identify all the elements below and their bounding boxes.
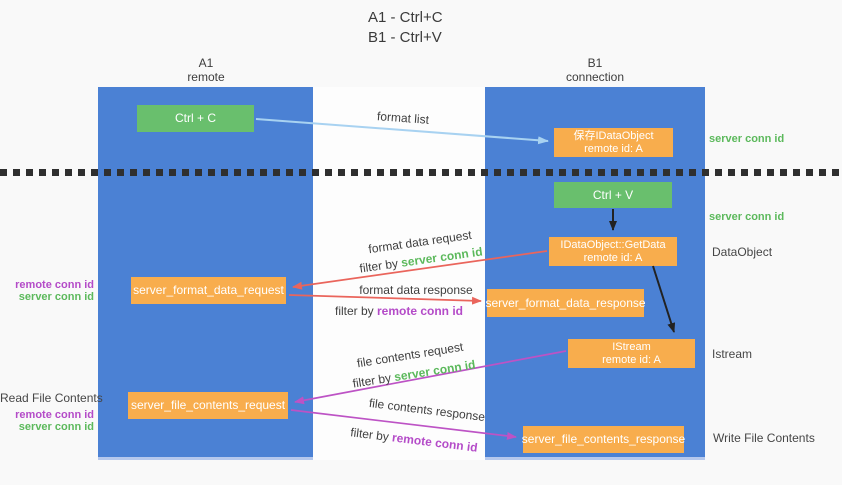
node-ctrl-v-label: Ctrl + V <box>592 187 634 202</box>
flow-label-format-data-response: format data response <box>359 283 473 297</box>
filter-by-text: filter by <box>334 304 377 318</box>
annotation-server-conn-id-mid: server conn id <box>709 211 785 223</box>
machine-boundary-dotted-line <box>0 169 842 176</box>
node-server-format-data-request: server_format_data_request <box>131 277 286 304</box>
annotation-left-read-cluster: Read File Contents remote conn id server… <box>0 391 103 433</box>
lane-a1-name: remote <box>187 70 225 84</box>
diagram-title: A1 - Ctrl+C B1 - Ctrl+V <box>368 8 443 48</box>
node-server-file-contents-request: server_file_contents_request <box>128 392 288 419</box>
annotation-server-conn-id-top: server conn id <box>709 133 785 145</box>
annotation-left-conn-ids-top: remote conn id server conn id <box>0 279 94 303</box>
node-getdata-line1: IDataObject::GetData <box>560 238 666 251</box>
node-server-file-contents-response-label: server_file_contents_response <box>521 432 686 446</box>
node-istream: IStream remote id: A <box>568 339 695 368</box>
annotation-remote-conn-id-left-bottom: remote conn id <box>15 409 94 421</box>
annotation-write-file-contents: Write File Contents <box>713 431 815 445</box>
node-server-format-data-response-label: server_format_data_response <box>485 295 646 310</box>
annotation-read-file-contents: Read File Contents <box>0 391 103 405</box>
node-save-idataobject: 保存IDataObject remote id: A <box>554 128 673 157</box>
annotation-istream: Istream <box>712 347 753 361</box>
node-ctrl-v: Ctrl + V <box>554 182 672 208</box>
node-server-format-data-request-label: server_format_data_request <box>133 283 284 297</box>
annotation-server-conn-id-left-top: server conn id <box>18 291 94 303</box>
node-istream-line2: remote id: A <box>602 353 661 366</box>
node-getdata-line2: remote id: A <box>583 251 643 264</box>
annotation-dataobject: DataObject <box>712 245 773 259</box>
annotation-server-conn-id-left-bottom: server conn id <box>18 421 94 433</box>
annotation-remote-conn-id-left-top: remote conn id <box>15 279 94 291</box>
node-server-file-contents-request-label: server_file_contents_request <box>130 398 286 412</box>
node-idataobject-getdata: IDataObject::GetData remote id: A <box>549 237 677 266</box>
node-istream-line1: IStream <box>612 340 651 353</box>
lane-header-a1: A1 remote <box>98 56 314 84</box>
node-server-file-contents-response: server_file_contents_response <box>521 426 686 453</box>
node-ctrl-c-label: Ctrl + C <box>174 111 216 125</box>
node-save-idataobject-line2: remote id: A <box>584 142 643 155</box>
node-save-idataobject-line1: 保存IDataObject <box>573 129 654 142</box>
node-ctrl-c: Ctrl + C <box>137 105 254 132</box>
title-line-1: A1 - Ctrl+C <box>368 9 443 26</box>
lane-a1-id: A1 <box>198 56 214 70</box>
flow-label-filter-by-remote-conn-id-1: filter by remote conn id <box>335 304 463 318</box>
lane-header-b1: B1 connection <box>485 56 705 84</box>
title-line-2: B1 - Ctrl+V <box>368 29 442 46</box>
lane-b1-id: B1 <box>587 56 603 70</box>
remote-conn-id-text: remote conn id <box>377 304 464 318</box>
node-server-format-data-response: server_format_data_response <box>485 289 646 317</box>
lane-b1-name: connection <box>565 70 625 84</box>
